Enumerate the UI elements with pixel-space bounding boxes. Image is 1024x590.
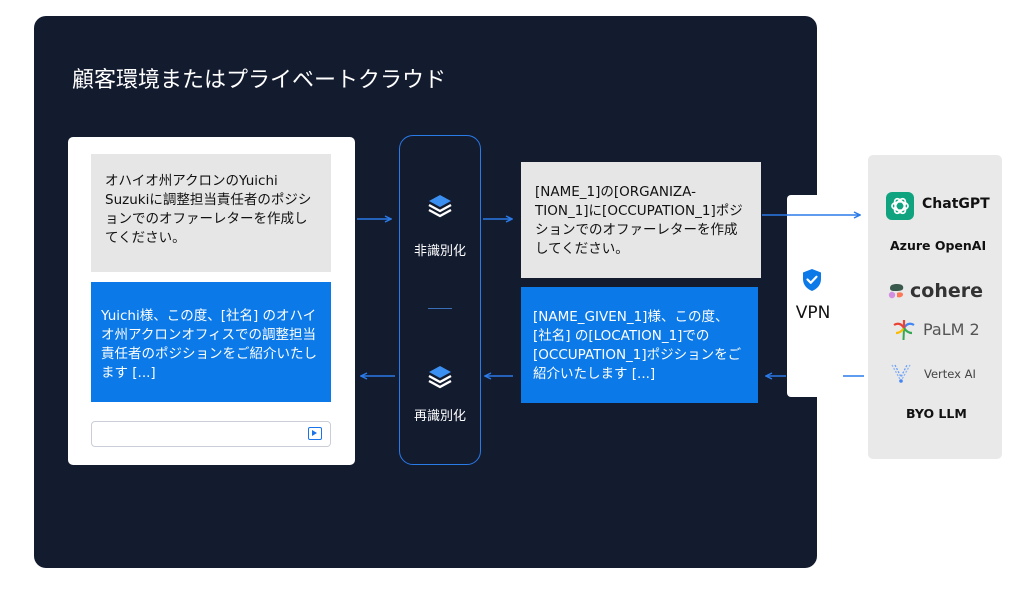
chat-input[interactable] bbox=[91, 421, 331, 447]
deidentify-label: 非識別化 bbox=[413, 244, 466, 259]
cohere-logo-icon bbox=[888, 284, 904, 299]
environment-title: 顧客環境またはプライベートクラウド bbox=[72, 68, 447, 93]
palm-tree-icon bbox=[893, 320, 915, 341]
shield-check-icon bbox=[803, 269, 821, 291]
pseudonymized-prompt-bubble: [NAME_1]の[ORGANIZA-TION_1]に[OCCUPATION_1… bbox=[521, 162, 761, 278]
llm-palm2: PaLM 2 bbox=[923, 320, 980, 339]
llm-cohere: cohere bbox=[910, 280, 983, 302]
layers-icon bbox=[428, 366, 452, 389]
reidentify-label: 再識別化 bbox=[413, 409, 466, 424]
layers-icon bbox=[428, 195, 452, 218]
llm-byo: BYO LLM bbox=[906, 406, 967, 421]
assistant-reply-bubble: Yuichi様、この度、[社名] のオハイオ州アクロンオフィスでの調整担当責任者… bbox=[91, 282, 331, 402]
llm-azure-openai: Azure OpenAI bbox=[890, 238, 987, 253]
llm-chatgpt: ChatGPT bbox=[922, 196, 990, 212]
vpn-label: VPN bbox=[795, 303, 831, 323]
pipeline-divider bbox=[428, 308, 452, 309]
vertex-ai-icon bbox=[891, 364, 911, 383]
send-icon[interactable] bbox=[308, 427, 322, 440]
chatgpt-logo-icon bbox=[886, 192, 914, 220]
vpn-box bbox=[787, 195, 839, 397]
user-prompt-bubble: オハイオ州アクロンのYuichi Suzukiに調整担当責任者のポジションでのオ… bbox=[91, 154, 331, 272]
identification-pipeline bbox=[399, 135, 481, 465]
pseudonymized-reply-bubble: [NAME_GIVEN_1]様、この度、[社名] の[LOCATION_1]での… bbox=[521, 287, 758, 403]
llm-vertex-ai: Vertex AI bbox=[924, 367, 976, 381]
